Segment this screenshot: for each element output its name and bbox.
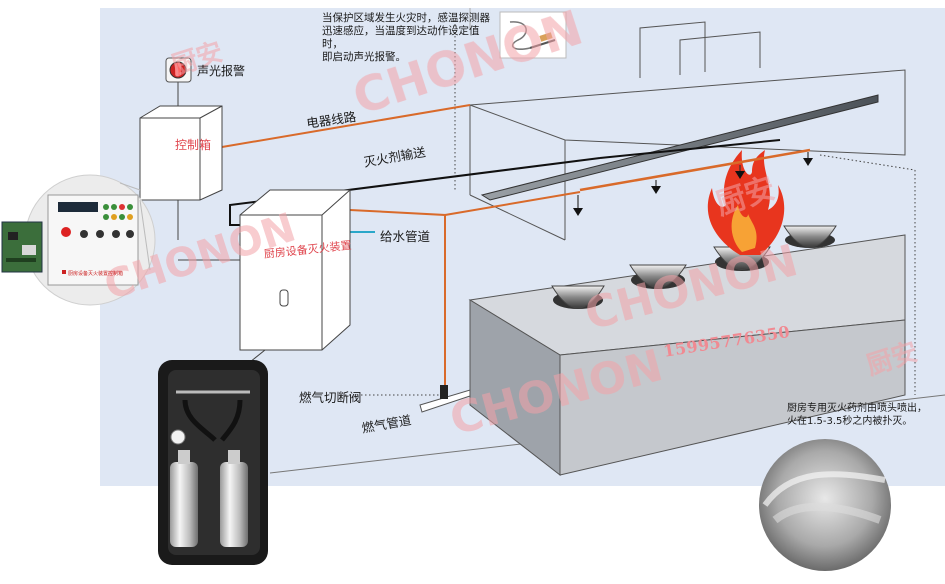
sensor-photo	[499, 11, 567, 59]
alarm-icon	[165, 57, 192, 83]
flame	[707, 150, 785, 255]
mist-photo	[759, 439, 891, 571]
sensor-note: 当保护区域发生火灾时，感温探测器 迅速感应，当温度到达动作设定值时， 即启动声光…	[322, 12, 497, 64]
sensor-note-line-2: 迅速感应，当温度到达动作设定值时，	[322, 25, 480, 50]
gas-valve-label: 燃气切断阀	[299, 390, 362, 405]
panel-caption: 厨房设备灭火装置控制箱	[68, 271, 124, 277]
extinguish-note: 厨房专用灭火药剂由喷头喷出， 火在1.5-3.5秒之内被扑灭。	[787, 402, 937, 428]
hood-filter	[480, 94, 879, 201]
circuit-board-photo	[1, 221, 43, 273]
device-box	[239, 189, 351, 351]
sensor-note-line-3: 即启动声光报警。	[322, 51, 406, 63]
cylinder-cabinet-photo	[158, 360, 268, 565]
agent-delivery-pipe	[229, 139, 781, 226]
gas-valve-icon	[440, 385, 448, 399]
extinguish-note-line-2: 火在1.5-3.5秒之内被扑灭。	[787, 416, 913, 427]
kitchen-stove	[468, 234, 906, 477]
nozzle-pipe	[573, 148, 813, 216]
extinguish-note-line-1: 厨房专用灭火药剂由喷头喷出，	[787, 403, 927, 414]
wok-4	[783, 225, 837, 248]
wok-2	[629, 264, 687, 289]
electric-wires	[221, 104, 581, 390]
control-box	[139, 105, 223, 201]
wok-1	[551, 285, 605, 309]
control-box-label: 控制箱	[175, 138, 212, 152]
leader-lines	[345, 20, 916, 396]
zoom-lines	[119, 182, 151, 271]
alarm-label: 声光报警	[197, 64, 246, 78]
sensor-note-line-1: 当保护区域发生火灾时，感温探测器	[322, 12, 490, 24]
exhaust-hood	[469, 21, 906, 241]
gas-pipe	[419, 385, 471, 413]
water-pipe-label: 给水管道	[380, 229, 431, 244]
control-panel-photo	[24, 174, 156, 306]
signal-wires	[177, 82, 245, 261]
